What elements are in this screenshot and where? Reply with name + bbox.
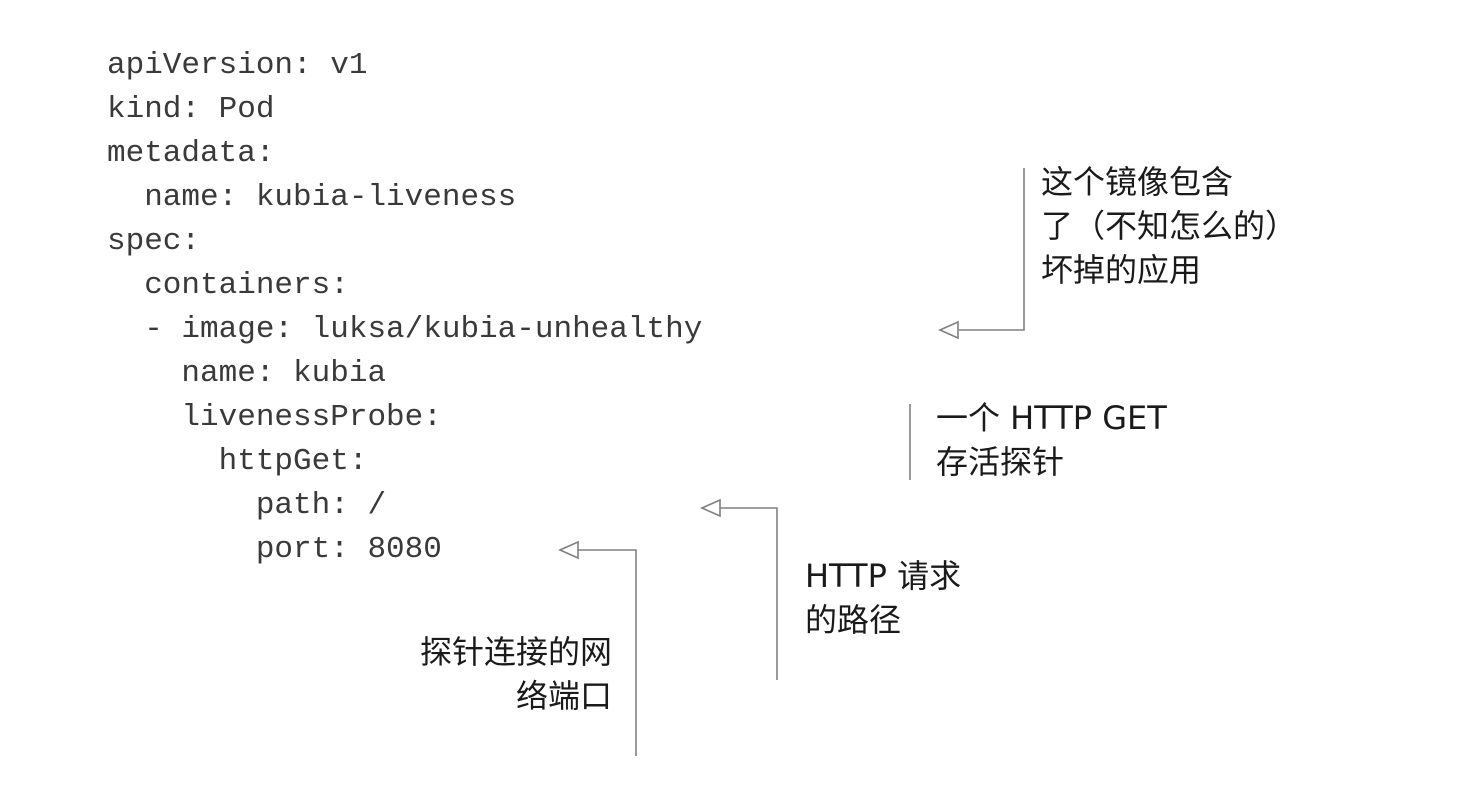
code-line: containers:	[107, 268, 349, 303]
annotation-line: 坏掉的应用	[1041, 251, 1202, 289]
annotation-path: HTTP 请求 的路径	[805, 554, 961, 642]
code-line: metadata:	[107, 136, 275, 171]
annotation-line: 一个 HTTP GET	[936, 399, 1167, 437]
annotation-line: 了（不知怎么的）	[1041, 207, 1298, 245]
code-line: path: /	[107, 488, 387, 523]
image-connector-arrowhead	[938, 320, 959, 340]
code-line: httpGet:	[107, 444, 368, 479]
path-connector-line	[720, 507, 778, 680]
code-line: kind: Pod	[107, 92, 275, 127]
annotation-probe: 一个 HTTP GET 存活探针	[936, 396, 1167, 484]
port-connector-arrowhead	[558, 540, 579, 560]
annotation-line: HTTP 请求	[805, 557, 962, 595]
annotation-line: 存活探针	[936, 443, 1065, 481]
code-line: livenessProbe:	[107, 400, 442, 435]
annotation-line: 探针连接的网	[419, 633, 612, 671]
annotation-line: 的路径	[805, 601, 902, 639]
port-connector-line	[578, 549, 637, 756]
code-line: - image: luksa/kubia-unhealthy	[107, 312, 703, 347]
annotation-line: 络端口	[515, 677, 612, 715]
code-line: name: kubia-liveness	[107, 180, 517, 215]
annotation-port: 探针连接的网 络端口	[340, 630, 612, 718]
annotation-image: 这个镜像包含 了（不知怎么的） 坏掉的应用	[1041, 160, 1297, 292]
path-connector-arrowhead	[700, 498, 721, 518]
image-connector-line	[958, 168, 1025, 331]
code-line: spec:	[107, 224, 201, 259]
code-line: apiVersion: v1	[107, 48, 368, 83]
code-line: port: 8080	[107, 532, 442, 567]
annotation-line: 这个镜像包含	[1041, 163, 1234, 201]
code-line: name: kubia	[107, 356, 387, 391]
